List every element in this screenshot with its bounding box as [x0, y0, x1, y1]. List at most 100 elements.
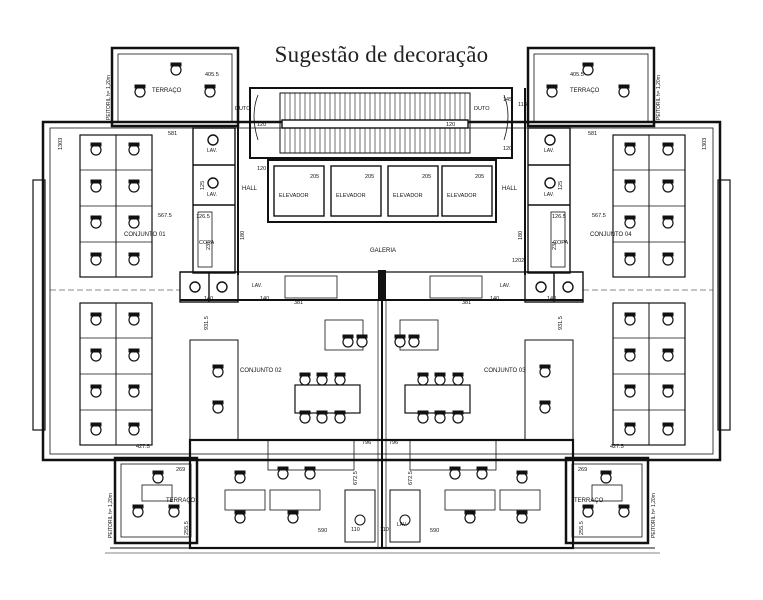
meeting-table-left	[294, 384, 361, 414]
dim-120-1: 120	[257, 166, 266, 172]
page-title: Sugestão de decoração	[274, 42, 489, 67]
conjunto-01-workstations	[50, 134, 180, 446]
left-facade	[32, 179, 46, 431]
dim-931-right: 931.5	[558, 316, 564, 330]
dim-1303-left: 1303	[58, 138, 64, 150]
dim-255-left: 255.5	[184, 521, 190, 535]
dim-180-left: 180	[240, 231, 246, 240]
right-service	[429, 127, 584, 303]
stair-block	[249, 87, 513, 159]
dim-1202: 1202	[512, 258, 524, 264]
label-terraco-tr: TERRAÇO	[570, 88, 600, 94]
dim-590-right: 590	[430, 528, 439, 534]
label-peitoril-br: PEITORIL h= 1,20m	[651, 493, 657, 538]
dim-590-left: 590	[318, 528, 327, 534]
dim-205-3: 205	[422, 174, 431, 180]
label-lav-2: LAV.	[207, 192, 217, 198]
dim-931-left: 931.5	[204, 316, 210, 330]
label-copa-right: COPA	[553, 240, 569, 246]
dim-381-right: 381	[462, 300, 471, 306]
dim-672-left: 672.5	[353, 471, 359, 485]
label-terraco-tl: TERRAÇO	[152, 88, 182, 94]
elevator-block	[267, 159, 497, 223]
terrace-bottom-right	[564, 456, 650, 545]
conjunto-04-workstations	[583, 134, 713, 446]
label-peitoril-bl: PEITORIL h= 1,20m	[108, 493, 114, 538]
terrace-top-left	[110, 46, 240, 128]
terrace-furniture	[132, 62, 630, 518]
dim-140-4: 140	[547, 296, 556, 302]
label-lav-6: LAV.	[500, 283, 510, 289]
elevator-3	[387, 165, 439, 217]
dim-269-left: 269	[176, 467, 185, 473]
dim-1303-right: 1303	[702, 138, 708, 150]
elevator-2	[330, 165, 382, 217]
label-hall-right: HALL	[502, 186, 518, 192]
label-elevador-1: ELEVADOR	[279, 193, 309, 199]
label-elevador-4: ELEVADOR	[447, 193, 477, 199]
dim-381-left: 381	[294, 300, 303, 306]
dim-672-right: 672.5	[408, 471, 414, 485]
label-lav-4: LAV.	[544, 192, 554, 198]
dim-567-right: 567.5	[592, 213, 606, 219]
label-conjunto-04: CONJUNTO 04	[590, 232, 632, 238]
dim-205-2: 205	[365, 174, 374, 180]
dim-796-left: 796	[362, 440, 371, 446]
dim-567-left: 567.5	[158, 213, 172, 219]
dim-205-4: 205	[475, 174, 484, 180]
dim-269-right: 269	[578, 467, 587, 473]
dim-140-3: 140	[490, 296, 499, 302]
terrace-bottom-left	[113, 456, 199, 545]
label-duto-left: DUTO	[235, 106, 251, 112]
label-terraco-bl: TERRAÇO	[166, 498, 196, 504]
dim-118: 118	[518, 102, 527, 108]
terrace-top-right	[526, 46, 656, 128]
label-terraco-br: TERRAÇO	[574, 498, 604, 504]
label-hall-left: HALL	[242, 186, 258, 192]
core	[180, 87, 583, 548]
dim-145: 145	[503, 97, 512, 103]
label-conjunto-02: CONJUNTO 02	[240, 368, 282, 374]
label-copa-left: COPA	[199, 240, 215, 246]
label-elevador-2: ELEVADOR	[336, 193, 366, 199]
dim-110-right: 110	[380, 527, 389, 533]
label-duto-right: DUTO	[474, 106, 490, 112]
label-galeria: GALERIA	[370, 248, 396, 254]
dim-125-right: 125	[558, 181, 564, 190]
elevator-4	[441, 165, 493, 217]
elevator-1	[273, 165, 325, 217]
label-peitoril-tr: PEITORIL h= 1,20m	[656, 75, 662, 120]
label-peitoril-tl: PEITORIL h= 1,20m	[106, 75, 112, 120]
dim-581-right: 581	[588, 131, 597, 137]
conjunto-02-03-center	[189, 319, 574, 543]
label-elevador-3: ELEVADOR	[393, 193, 423, 199]
dim-120-4: 120	[503, 146, 512, 152]
dim-231-right: 231	[552, 241, 558, 250]
dim-126-right: 126.5	[552, 214, 566, 220]
dim-405-left: 405.5	[205, 72, 219, 78]
left-wc-copa-block	[192, 127, 236, 274]
dim-427-right: 427.5	[610, 444, 624, 450]
dim-205-1: 205	[310, 174, 319, 180]
dim-796-right: 796	[389, 440, 398, 446]
label-conjunto-03: CONJUNTO 03	[484, 368, 526, 374]
dim-427-left: 427.5	[136, 444, 150, 450]
dim-140-2: 140	[260, 296, 269, 302]
label-lav-5: LAV.	[252, 283, 262, 289]
dim-255-right: 255.5	[579, 521, 585, 535]
label-lav-7: LAV.	[397, 522, 407, 528]
dim-120-3: 120	[446, 122, 455, 128]
left-service	[179, 127, 338, 303]
dim-581-left: 581	[168, 131, 177, 137]
label-lav-3: LAV.	[544, 148, 554, 154]
label-lav-1: LAV.	[207, 148, 217, 154]
dim-110-left: 110	[351, 527, 360, 533]
dim-405-right: 405.5	[570, 72, 584, 78]
right-facade	[717, 179, 731, 431]
right-wc-copa-block	[527, 127, 571, 274]
dim-231-left: 231	[206, 241, 212, 250]
dim-180-right: 180	[518, 231, 524, 240]
dim-125-left: 125	[200, 181, 206, 190]
label-conjunto-01: CONJUNTO 01	[124, 232, 166, 238]
